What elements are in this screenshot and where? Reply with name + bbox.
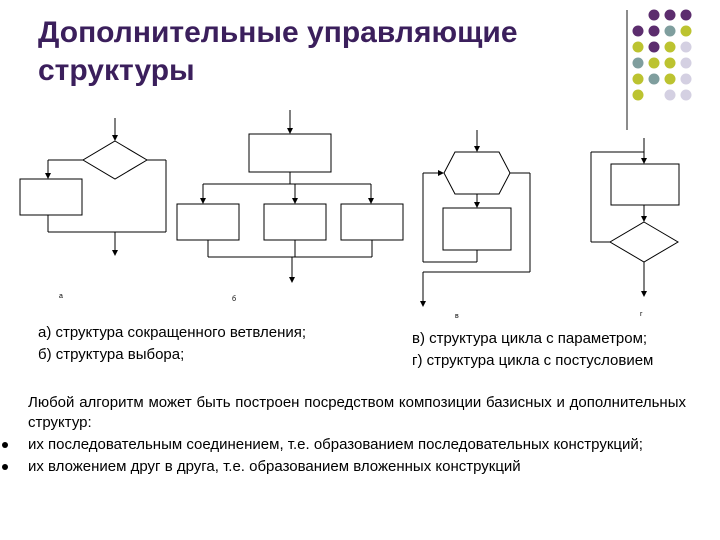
decorative-dot — [680, 57, 692, 69]
bullet-dot-icon — [2, 464, 8, 470]
page-title: Дополнительные управляющие структуры — [38, 14, 598, 90]
diagram-a-condition-diamond — [82, 140, 148, 180]
decorative-dot — [664, 89, 676, 101]
decorative-dot — [680, 41, 692, 53]
decorative-dot — [632, 25, 644, 37]
diagram-a-short-branching — [19, 118, 167, 256]
decorative-dot-grid — [632, 9, 692, 101]
diagram-b-case-block-1 — [176, 203, 240, 241]
decorative-dot — [680, 73, 692, 85]
diagram-v-loop-body-block — [442, 207, 512, 251]
caption-right-line1: в) структура цикла с параметром; — [412, 330, 648, 347]
caption-left-line2: б) структура выбора; — [38, 346, 185, 363]
diagram-g-condition-diamond — [609, 221, 679, 263]
diagram-b-selector-block — [248, 133, 332, 173]
diagram-a-tag: а — [59, 293, 63, 300]
decorative-dot — [648, 9, 660, 21]
page-title-line2: структуры — [38, 54, 195, 87]
caption-left-line1: а) структура сокращенного ветвления; — [38, 324, 307, 341]
body-text: Любой алгоритм может быть построен посре… — [2, 393, 686, 477]
caption-right-line2: г) структура цикла с постусловием — [412, 352, 654, 369]
decorative-dot — [632, 41, 644, 53]
diagram-a-action-block — [19, 178, 83, 216]
diagram-b-tag: б — [232, 295, 236, 303]
flowchart-diagrams: а б в г — [19, 110, 680, 320]
decorative-dot — [648, 57, 660, 69]
diagram-v-loop-header-hexagon — [443, 151, 511, 195]
decorative-dot — [664, 73, 676, 85]
caption-left: а) структура сокращенного ветвления; б) … — [38, 322, 306, 366]
decorative-dot — [664, 41, 676, 53]
decorative-dot — [632, 89, 644, 101]
decorative-dot — [664, 57, 676, 69]
diagram-g-postcondition-loop — [590, 138, 680, 297]
page-title-line1: Дополнительные управляющие — [38, 16, 518, 49]
decorative-dot — [680, 89, 692, 101]
bullet-item-1: их последовательным соединением, т.е. об… — [2, 435, 686, 455]
bullet-item-2: их вложением друг в друга, т.е. образова… — [2, 457, 686, 477]
diagram-v-parameter-loop — [420, 130, 531, 307]
decorative-dot — [648, 25, 660, 37]
bullet-item-2-text: их вложением друг в друга, т.е. образова… — [28, 458, 521, 475]
diagram-b-selection — [176, 110, 404, 283]
diagram-b-case-block-3 — [340, 203, 404, 241]
diagram-b-case-block-2 — [263, 203, 327, 241]
diagram-g-loop-body-block — [610, 163, 680, 206]
body-paragraph: Любой алгоритм может быть построен посре… — [28, 394, 686, 431]
decorative-vertical-line — [626, 10, 628, 130]
caption-right: в) структура цикла с параметром; г) стру… — [412, 328, 653, 372]
decorative-dot — [680, 9, 692, 21]
diagram-g-tag: г — [640, 311, 643, 318]
decorative-dot — [632, 57, 644, 69]
decorative-dot — [664, 9, 676, 21]
diagram-v-tag: в — [455, 313, 459, 320]
decorative-dot — [648, 41, 660, 53]
decorative-dot — [664, 25, 676, 37]
decorative-dot — [680, 25, 692, 37]
decorative-dot — [632, 73, 644, 85]
bullet-dot-icon — [2, 442, 8, 448]
bullet-item-1-text: их последовательным соединением, т.е. об… — [28, 436, 643, 453]
decorative-dot — [648, 73, 660, 85]
